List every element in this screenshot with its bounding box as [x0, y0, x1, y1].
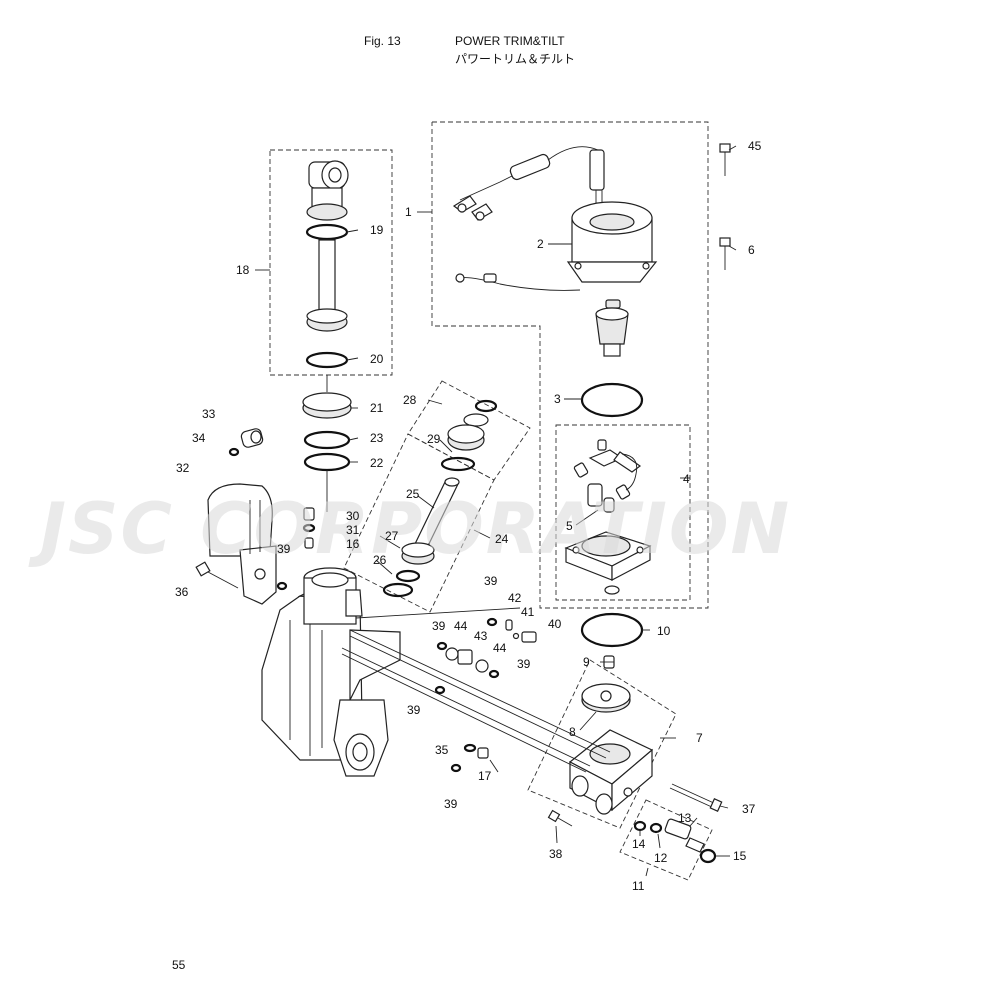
watermark-text: JSC CORPORATION — [28, 488, 791, 570]
callout-15: 15 — [733, 849, 747, 863]
callout-8: 8 — [569, 725, 576, 739]
callout-4: 4 — [683, 472, 690, 486]
o-ring-3 — [580, 382, 644, 418]
callout-26: 26 — [373, 553, 387, 567]
callout-2: 2 — [537, 237, 544, 251]
callout-30: 30 — [346, 509, 360, 523]
trim-ram-assembly — [382, 399, 498, 598]
check-valve-parts — [302, 507, 316, 549]
callout-1: 1 — [405, 205, 412, 219]
bracket-32 — [207, 483, 277, 605]
callout-6: 6 — [748, 243, 755, 257]
group-frame-24 — [343, 433, 495, 613]
callout-3: 3 — [554, 392, 561, 406]
bolt-38 — [547, 809, 573, 827]
motor-base-assembly — [564, 439, 652, 595]
callout-43: 43 — [474, 629, 488, 643]
callout-18: 18 — [236, 263, 250, 277]
callout-36: 36 — [175, 585, 189, 599]
callout-41: 41 — [521, 605, 535, 619]
bolt-45 — [719, 143, 731, 176]
callout-27: 27 — [385, 529, 399, 543]
valve-small-parts — [276, 581, 537, 773]
pump-assembly — [568, 683, 654, 815]
tilt-ram-assembly — [305, 160, 349, 369]
callout-12: 12 — [654, 851, 668, 865]
callout-29: 29 — [427, 432, 441, 446]
callout-20: 20 — [370, 352, 384, 366]
callout-39-d: 39 — [517, 657, 531, 671]
callout-24: 24 — [495, 532, 509, 546]
callout-33: 33 — [202, 407, 216, 421]
callout-14: 14 — [632, 837, 646, 851]
callout-17: 17 — [478, 769, 492, 783]
callout-38: 38 — [549, 847, 563, 861]
callout-9: 9 — [583, 655, 590, 669]
callout-44-b: 44 — [493, 641, 507, 655]
callout-11: 11 — [632, 879, 645, 893]
callout-44-a: 44 — [454, 619, 468, 633]
figure-label: Fig. 13 — [364, 34, 401, 48]
leader-lines — [255, 145, 737, 877]
group-frame-18 — [269, 149, 393, 376]
callout-32: 32 — [176, 461, 190, 475]
callout-45: 45 — [748, 139, 762, 153]
figure-title-japanese: パワートリム＆チルト — [455, 52, 576, 66]
callout-28: 28 — [403, 393, 417, 407]
callout-7: 7 — [696, 731, 703, 745]
callout-39-e: 39 — [407, 703, 421, 717]
callout-25: 25 — [406, 487, 420, 501]
callout-40: 40 — [548, 617, 562, 631]
callout-34: 34 — [192, 431, 206, 445]
tilt-cylinder-seals — [302, 375, 352, 512]
callout-37: 37 — [742, 802, 756, 816]
group-frame-4 — [555, 424, 691, 601]
hydraulic-tubes — [341, 607, 611, 773]
callout-22: 22 — [370, 456, 384, 470]
callout-42: 42 — [508, 591, 522, 605]
callout-16: 16 — [346, 537, 360, 551]
tilt-motor-assembly — [452, 146, 658, 357]
bolt-36 — [195, 561, 239, 589]
callout-13: 13 — [678, 811, 692, 825]
figure-title: POWER TRIM&TILT — [455, 34, 565, 48]
callout-39-f: 39 — [444, 797, 458, 811]
callout-39-c: 39 — [432, 619, 446, 633]
power-trim-housing — [261, 567, 401, 777]
callout-21: 21 — [370, 401, 384, 415]
group-frame-11 — [619, 799, 713, 881]
page-number: 55 — [172, 958, 186, 972]
spacer-33 — [228, 428, 264, 457]
o-ring-10 — [580, 612, 644, 648]
callout-39-b: 39 — [484, 574, 498, 588]
bolt-37 — [669, 783, 723, 812]
callout-5: 5 — [566, 519, 573, 533]
callout-19: 19 — [370, 223, 384, 237]
callout-31: 31 — [346, 523, 360, 537]
callout-23: 23 — [370, 431, 384, 445]
callout-39-a: 39 — [277, 542, 291, 556]
group-frame-1 — [431, 121, 709, 609]
callout-labels: 1 2 3 4 5 6 7 8 9 10 11 12 13 14 15 16 1… — [175, 139, 762, 893]
callout-10: 10 — [657, 624, 671, 638]
callout-35: 35 — [435, 743, 449, 757]
manual-valve-assembly — [633, 818, 717, 864]
bolt-6 — [719, 237, 731, 270]
